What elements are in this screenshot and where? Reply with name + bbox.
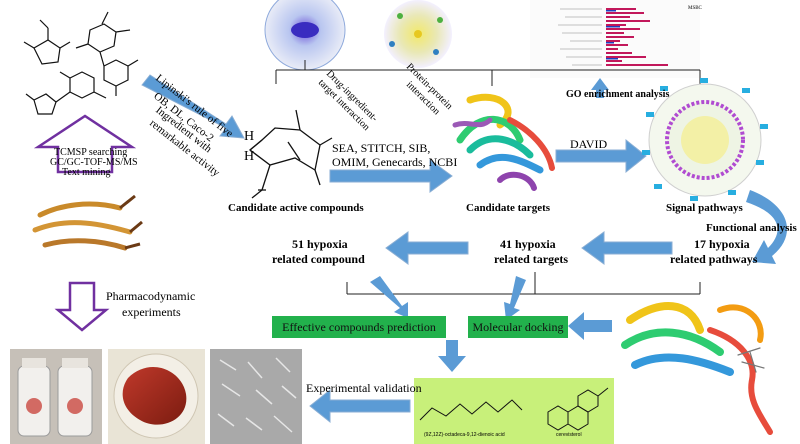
label-go-enrichment: GO enrichment analysis [566, 89, 670, 100]
label-pharmaco-1: Pharmacodynamic [106, 289, 196, 303]
docking-protein-ribbon [621, 302, 773, 435]
target-protein-ribbon [452, 93, 555, 191]
label-david: DAVID [570, 137, 608, 151]
label-gcms: GC/GC-TOF-MS/MS [50, 157, 138, 168]
h-label-1: H [244, 129, 255, 144]
vials-photo [10, 349, 102, 444]
label-tcmsp: TCMSP searching [54, 147, 128, 158]
label-compounds-desc: related compound [272, 252, 365, 266]
arrow-to-docking [504, 276, 526, 320]
arrow-to-candidates [141, 74, 245, 139]
label-targets-desc: related targets [494, 252, 569, 266]
molecular-docking-box: Molecular docking [468, 316, 568, 338]
cordyceps-photo [21, 178, 147, 261]
label-databases-2: OMIM, Genecards, NCBI [332, 155, 458, 169]
label-pathways-count: 17 hypoxia [694, 237, 750, 251]
label-experimental-validation: Experimental validation [306, 381, 422, 395]
ppi-network [384, 0, 452, 68]
petri-dish-photo [108, 349, 205, 444]
label-compounds-count: 51 hypoxia [292, 237, 348, 251]
label-pathways-desc: related pathways [670, 252, 758, 266]
chemical-structure-icon [23, 11, 139, 115]
label-pharmaco-2: experiments [122, 305, 181, 319]
compound-target-network [264, 0, 346, 71]
arrow-to-prediction [370, 276, 408, 318]
compound-a-name: (9Z,12Z)-octadeca-9,12-dienoic acid [424, 432, 505, 438]
arrow-to-validation [438, 340, 466, 372]
effective-prediction-box: Effective compounds prediction [272, 316, 446, 338]
label-candidate-targets: Candidate targets [466, 202, 551, 214]
label-signal-pathways: Signal pathways [666, 202, 743, 214]
cell-culture-photo [210, 349, 302, 444]
arrow-targets-to-pathways [555, 138, 647, 174]
bottom-connector-lines [346, 272, 701, 295]
label-candidate-compounds: Candidate active compounds [228, 202, 364, 214]
go-chart-title: MSBC [688, 6, 702, 11]
go-enrichment-chart [530, 0, 700, 78]
arrow-compounds-to-targets [329, 159, 453, 193]
arrow-pathways-to-targets [581, 231, 673, 265]
arrow-targets-to-compounds [385, 231, 469, 265]
validation-compounds-panel [414, 378, 614, 444]
arrow-validation-left [309, 388, 411, 424]
curved-functional-arrow [746, 190, 788, 264]
arrow-protein-to-docking [568, 312, 612, 340]
arrow-to-go [591, 78, 609, 98]
compound-b-name: cerevisterol [556, 432, 582, 438]
h-label-2: H [244, 149, 255, 164]
label-text-mining: Text mining [62, 167, 111, 178]
candidate-compound-structure [248, 109, 333, 199]
purple-up-arrow [33, 114, 137, 174]
label-databases-1: SEA, STITCH, SIB, [332, 141, 431, 155]
label-functional-analysis: Functional analysis [706, 222, 797, 234]
purple-down-arrow [54, 281, 110, 332]
top-connector-lines [275, 60, 701, 86]
label-targets-count: 41 hypoxia [500, 237, 556, 251]
signal-pathway-network [642, 78, 768, 201]
